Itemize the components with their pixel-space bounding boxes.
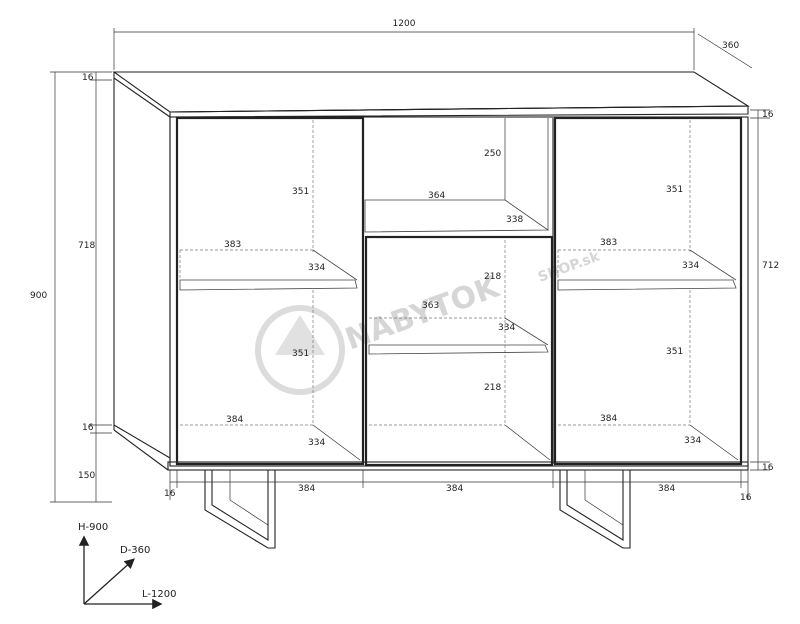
- dim-left-upper-height: 351: [292, 187, 309, 197]
- dim-middle-shelf-width: 363: [422, 301, 439, 311]
- dim-middle-top-shelf-depth: 338: [506, 215, 523, 225]
- depth-axis-arrow-icon: [83, 558, 135, 605]
- dim-right-upper-height: 351: [666, 185, 683, 195]
- dim-top-board-right: 16: [762, 110, 774, 120]
- dim-left-bottom-depth: 334: [308, 438, 325, 448]
- left-compartment: [175, 116, 365, 466]
- dim-overall-height: 900: [30, 291, 47, 301]
- axis-legend: H-900 D-360 L-1200: [78, 522, 176, 610]
- dimension-labels: 1200 360 900 718 16 16 150 16 712 16 16 …: [30, 19, 779, 503]
- dim-right-bottom-width: 384: [600, 414, 617, 424]
- middle-compartment: [362, 118, 554, 467]
- axis-label-height: H-900: [78, 522, 108, 533]
- dim-left-outer-width: 384: [298, 484, 315, 494]
- dim-legs-height: 150: [78, 471, 95, 481]
- top-board: [112, 71, 750, 118]
- dim-middle-upper-height: 218: [484, 272, 501, 282]
- dim-middle-outer-width: 384: [446, 484, 463, 494]
- dim-middle-top-shelf-width: 364: [428, 191, 445, 201]
- dim-top-board: 16: [82, 73, 94, 83]
- left-leg: [204, 469, 276, 549]
- dim-middle-shelf-depth: 334: [498, 323, 515, 333]
- dim-bottom-board-right: 16: [762, 463, 774, 473]
- dim-left-bottom-width: 384: [226, 415, 243, 425]
- dim-middle-top-opening: 250: [484, 149, 501, 159]
- watermark-emblem-icon: [255, 305, 345, 395]
- axis-label-length: L-1200: [142, 589, 176, 600]
- dim-inner-height: 712: [762, 261, 779, 271]
- right-compartment: [553, 116, 743, 466]
- dimension-lines: [50, 28, 770, 503]
- dim-overall-width: 1200: [393, 19, 416, 29]
- watermark-tree-icon: [275, 315, 325, 355]
- dim-left-lower-height: 351: [292, 349, 309, 359]
- dim-right-lower-height: 351: [666, 347, 683, 357]
- dim-side-left: 16: [164, 489, 176, 499]
- dim-left-shelf-width: 383: [224, 240, 241, 250]
- dim-right-bottom-depth: 334: [684, 436, 701, 446]
- axis-label-depth: D-360: [120, 545, 150, 556]
- dim-right-shelf-width: 383: [600, 238, 617, 248]
- dim-left-shelf-depth: 334: [308, 263, 325, 273]
- dim-body-height: 718: [78, 241, 95, 251]
- dim-right-outer-width: 384: [658, 484, 675, 494]
- right-leg: [559, 469, 631, 549]
- dim-overall-depth: 360: [722, 41, 739, 51]
- dim-bottom-board: 16: [82, 423, 94, 433]
- dim-right-shelf-depth: 334: [682, 261, 699, 271]
- dim-side-right: 16: [740, 493, 752, 503]
- left-side-panel: [113, 78, 171, 471]
- dim-middle-lower-height: 218: [484, 383, 501, 393]
